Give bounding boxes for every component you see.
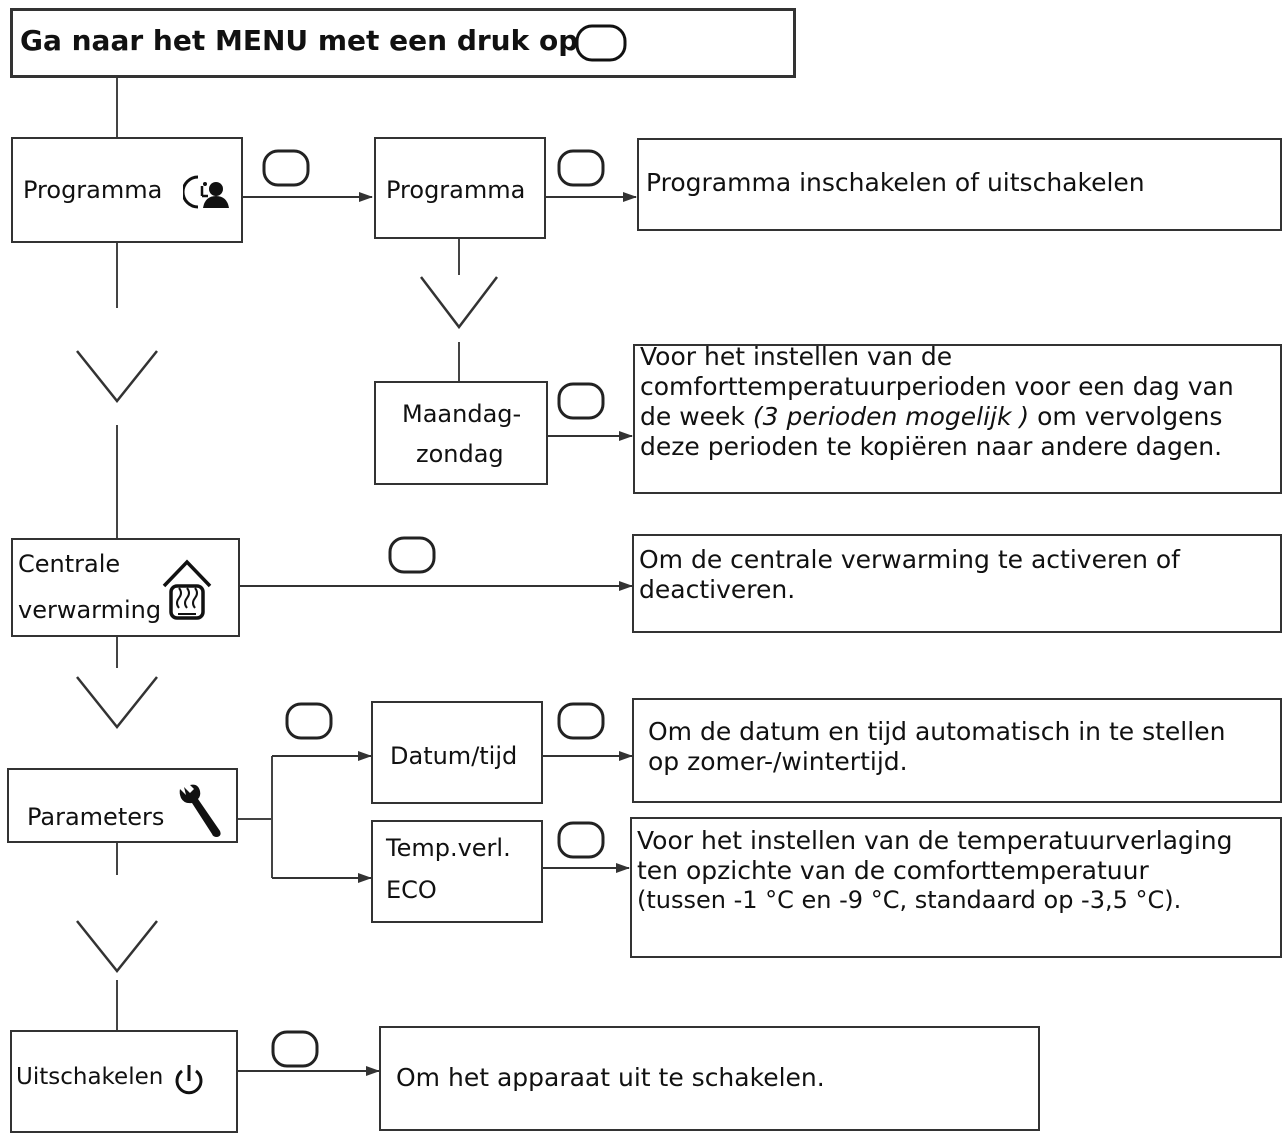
house-heating-icon: [162, 559, 212, 620]
submenu-programma-label: Programma: [386, 176, 526, 204]
desc-datum-line2: op zomer-/wintertijd.: [648, 747, 908, 776]
submenu-datum-tijd[interactable]: [371, 701, 543, 804]
desc-uitschakelen: Om het apparaat uit te schakelen.: [396, 1063, 825, 1092]
desc-temp: Voor het instellen van de temperatuurver…: [637, 826, 1233, 915]
submenu-programma[interactable]: [374, 137, 546, 239]
menu-uitschakelen-label: Uitschakelen: [16, 1064, 164, 1090]
submenu-maandag-zondag[interactable]: [374, 381, 548, 485]
ok-button-icon: [271, 1030, 319, 1068]
menu-centrale-line2: verwarming: [18, 596, 162, 624]
menu-programma[interactable]: [11, 137, 243, 243]
power-icon: [175, 1065, 203, 1095]
desc-maandag-line3-italic: (3 perioden mogelijk ): [752, 402, 1030, 431]
submenu-temp-verl-eco[interactable]: [371, 820, 543, 923]
submenu-maandag-line1: Maandag-: [402, 400, 522, 428]
ok-button-icon: [388, 536, 436, 574]
desc-maandag-line4: deze perioden te kopiëren naar andere da…: [640, 432, 1223, 461]
submenu-temp-line1: Temp.verl.: [386, 834, 511, 862]
chevron-down-icon: [76, 350, 158, 404]
wrench-icon: [179, 784, 221, 837]
submenu-datum-label: Datum/tijd: [390, 742, 518, 770]
chevron-down-icon: [420, 276, 498, 330]
desc-datum-box: [632, 698, 1282, 803]
ok-button-icon: [575, 24, 627, 62]
menu-parameters-label: Parameters: [27, 803, 165, 831]
clock-person-icon: [183, 175, 229, 209]
desc-temp-box: [630, 817, 1282, 958]
header-box: [10, 8, 796, 78]
desc-maandag: Voor het instellen van de comforttempera…: [640, 342, 1234, 462]
submenu-temp-line2: ECO: [386, 876, 437, 904]
desc-maandag-line3-pre: de week: [640, 402, 753, 431]
ok-button-icon: [262, 149, 310, 187]
desc-temp-line1: Voor het instellen van de temperatuurver…: [637, 826, 1233, 855]
menu-programma-label: Programma: [23, 176, 163, 204]
ok-button-icon: [557, 821, 605, 859]
desc-programma-box: [637, 138, 1282, 231]
ok-button-icon: [557, 702, 605, 740]
desc-programma: Programma inschakelen of uitschakelen: [646, 168, 1145, 197]
desc-datum: Om de datum en tijd automatisch in te st…: [648, 717, 1225, 777]
chevron-down-icon: [76, 920, 158, 974]
desc-maandag-line3-post: om vervolgens: [1029, 402, 1223, 431]
desc-uitschakelen-box: [379, 1026, 1040, 1131]
desc-centrale-line2: deactiveren.: [639, 575, 796, 604]
menu-centrale-line1: Centrale: [18, 550, 121, 578]
desc-temp-line3: (tussen -1 °C en -9 °C, standaard op -3,…: [637, 886, 1182, 914]
ok-button-icon: [285, 702, 333, 740]
desc-temp-line2: ten opzichte van de comforttemperatuur: [637, 856, 1149, 885]
desc-maandag-line1: Voor het instellen van de: [640, 342, 953, 371]
desc-centrale-line1: Om de centrale verwarming te activeren o…: [639, 545, 1180, 574]
chevron-down-icon: [76, 676, 158, 730]
desc-maandag-line3: de week (3 perioden mogelijk ) om vervol…: [640, 402, 1234, 432]
desc-centrale-box: [632, 534, 1282, 633]
desc-maandag-box: [633, 344, 1282, 494]
ok-button-icon: [557, 382, 605, 420]
desc-centrale: Om de centrale verwarming te activeren o…: [639, 545, 1180, 605]
ok-button-icon: [557, 149, 605, 187]
header-instruction: Ga naar het MENU met een druk op: [20, 24, 579, 57]
submenu-maandag-line2: zondag: [416, 440, 504, 468]
desc-datum-line1: Om de datum en tijd automatisch in te st…: [648, 717, 1226, 746]
desc-maandag-line2: comforttemperatuurperioden voor een dag …: [640, 372, 1234, 401]
